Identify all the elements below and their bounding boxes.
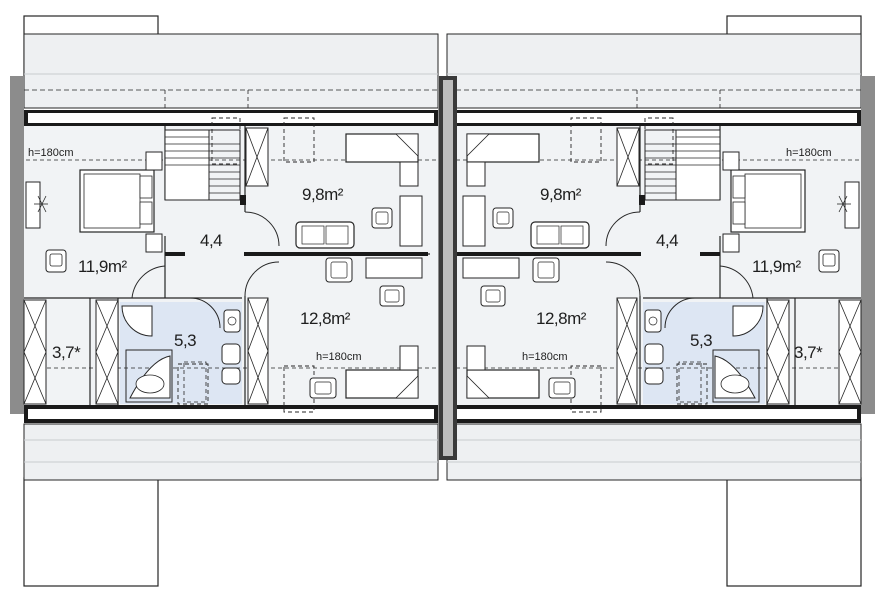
right-living-top-area: 9,8m² <box>540 185 582 204</box>
right-hall-area: 4,4 <box>656 231 678 250</box>
right-unit-drawing <box>440 15 876 587</box>
party-wall-core <box>443 80 453 456</box>
left-unit-drawing <box>9 15 445 587</box>
left-storage-area: 3,7* <box>52 343 81 362</box>
left-living-bottom-area: 12,8m² <box>300 309 351 328</box>
left-bedroom-height-note: h=180cm <box>28 147 74 159</box>
left-bathroom-area: 5,3 <box>174 331 196 350</box>
left-living-height-note: h=180cm <box>316 351 362 363</box>
right-storage-area: 3,7* <box>794 343 823 362</box>
right-living-height-note: h=180cm <box>522 351 568 363</box>
left-bedroom-area: 11,9m² <box>78 257 127 276</box>
right-bedroom-area: 11,9m² <box>752 257 801 276</box>
left-living-top-area: 9,8m² <box>302 185 344 204</box>
right-living-bottom-area: 12,8m² <box>536 309 587 328</box>
right-bedroom-height-note: h=180cm <box>786 147 832 159</box>
right-bathroom-area: 5,3 <box>690 331 712 350</box>
left-hall-area: 4,4 <box>200 231 222 250</box>
